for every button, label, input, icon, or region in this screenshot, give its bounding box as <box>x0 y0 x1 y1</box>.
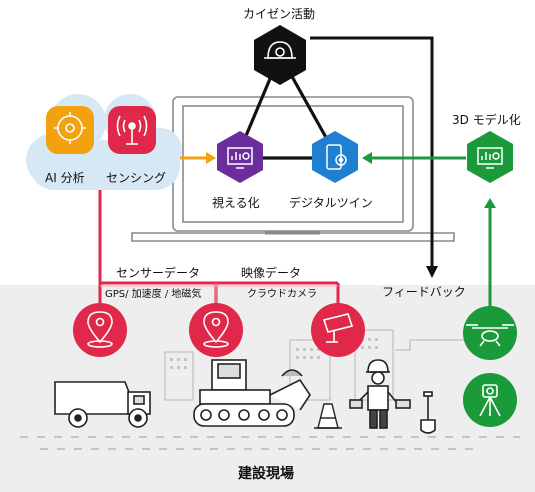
ai-tile <box>46 106 94 154</box>
feedback-label: フィードバック <box>382 285 466 299</box>
antenna-icon <box>116 115 148 145</box>
kaizen-label: カイゼン活動 <box>243 7 316 21</box>
site-title: 建設現場 <box>238 466 294 482</box>
surveying-instrument-icon <box>479 384 501 417</box>
video-sub-label: クラウドカメラ <box>247 289 317 300</box>
dump-truck <box>54 381 151 428</box>
laptop-outline <box>131 96 455 242</box>
feedback-arrowhead <box>426 266 438 278</box>
feedback-line <box>310 36 434 270</box>
green-arrowhead-up <box>484 198 496 208</box>
brain-gear-icon <box>54 112 86 144</box>
digital-twin-label: デジタルツイン <box>289 196 373 210</box>
bulldozer <box>193 359 311 427</box>
location-pin-icon <box>87 311 113 348</box>
sensor-sub-label: GPS/ 加速度 / 地磁気 <box>105 289 202 300</box>
gear-helmet-icon <box>264 41 296 59</box>
kaizen-hexagon <box>254 25 306 85</box>
visualize-label: 視える化 <box>212 196 260 210</box>
traffic-cones <box>314 403 342 429</box>
monitor-chart-icon-3d <box>477 147 503 169</box>
monitor-chart-icon <box>227 147 253 169</box>
drone-icon <box>466 324 514 347</box>
sensor-data-label: センサーデータ <box>116 266 201 280</box>
orange-arrowhead <box>206 152 216 164</box>
shovel <box>420 391 436 434</box>
construction-worker <box>349 359 411 429</box>
digital-twin-hexagon <box>312 131 358 183</box>
green-arrowhead-left <box>362 152 372 164</box>
security-camera-icon <box>322 313 354 343</box>
accel-circle <box>189 303 243 357</box>
phone-gear-icon <box>326 144 347 170</box>
video-data-label: 映像データ <box>241 266 302 280</box>
ai-label: AI 分析 <box>45 171 85 185</box>
location-pin-icon-2 <box>203 311 229 348</box>
gps-circle <box>73 303 127 357</box>
ground-dashes <box>20 436 520 450</box>
drone-circle <box>463 306 517 360</box>
sensing-label: センシング <box>106 171 167 185</box>
model3d-label: 3D モデル化 <box>452 113 521 127</box>
green-connectors <box>370 156 492 310</box>
